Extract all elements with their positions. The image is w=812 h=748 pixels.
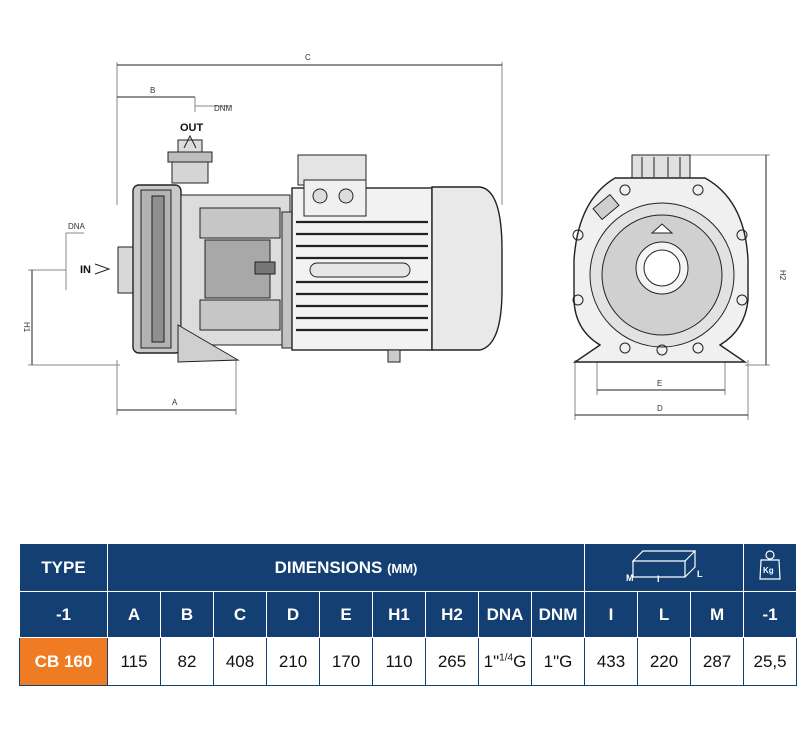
dim-label-c: C [305,53,311,62]
value-i: 433 [584,637,639,686]
table-row: CB 160 115 82 408 210 170 110 265 1"1/4G… [19,637,798,686]
value-a: 115 [107,637,161,686]
weight-header: Kg [743,543,798,592]
dim-label-dna: DNA [68,222,86,231]
value-dna: 1"1/4G [478,637,532,686]
box-dimensions-icon: M I L [626,550,703,584]
column-a: A [107,591,161,638]
column-d: D [266,591,320,638]
dim-label-a: A [172,398,178,407]
pump-side-view [28,62,503,415]
pump-technical-drawing: C B DNM OUT DNA IN H1 A [22,53,787,420]
column-b: B [160,591,214,638]
model-name: CB 160 [19,637,108,686]
column-c: C [213,591,267,638]
value-d: 210 [266,637,320,686]
value-dna-fraction: 1/4 [499,651,514,663]
pump-front-view [572,154,770,420]
value-m: 287 [690,637,745,686]
column-i: I [584,591,639,638]
column-e: E [319,591,373,638]
column-weight: -1 [743,591,798,638]
column-m: M [690,591,745,638]
value-dna-suffix: G [513,651,527,671]
value-h1: 110 [372,637,426,686]
value-e: 170 [319,637,373,686]
weight-icon-text: Kg [763,566,774,575]
dim-label-e: E [657,379,662,388]
dim-label-d: D [657,404,663,413]
type-header: TYPE [19,543,108,592]
box-label-m: M [626,573,634,583]
packaging-header: M I L [584,543,745,592]
dimensions-header-label: DIMENSIONS [274,557,383,577]
value-dna-main: 1" [483,651,500,671]
box-label-l: L [697,569,703,579]
column-h2: H2 [425,591,479,638]
dimensions-header: DIMENSIONS (MM) [106,543,586,592]
value-b: 82 [160,637,214,686]
weight-kg-icon: Kg [759,550,781,580]
inlet-label: IN [80,264,91,276]
value-l: 220 [637,637,692,686]
column-h1: H1 [372,591,426,638]
outlet-arrow-icon [183,134,197,149]
column-l: L [637,591,692,638]
value-h2: 265 [425,637,479,686]
dim-label-h2: H2 [778,270,787,281]
column-dnm: DNM [530,591,586,638]
value-c: 408 [213,637,267,686]
value-dnm: 1"G [530,637,586,686]
dimensions-unit: (MM) [387,560,418,576]
column-dna: DNA [478,591,532,638]
dim-label-h1: H1 [22,322,31,333]
dimensions-table: TYPE DIMENSIONS (MM) M I L Kg [19,543,798,686]
column-type: -1 [19,591,108,638]
value-weight: 25,5 [743,637,798,686]
outlet-label: OUT [180,122,204,134]
dim-label-dnm: DNM [214,104,233,113]
table-columns-row: -1 A B C D E H1 H2 DNA DNM I L M -1 [19,591,798,638]
inlet-arrow-icon [94,263,111,275]
dim-label-b: B [150,86,155,95]
box-label-i: I [657,574,660,583]
table-header-row: TYPE DIMENSIONS (MM) M I L Kg [19,543,798,592]
